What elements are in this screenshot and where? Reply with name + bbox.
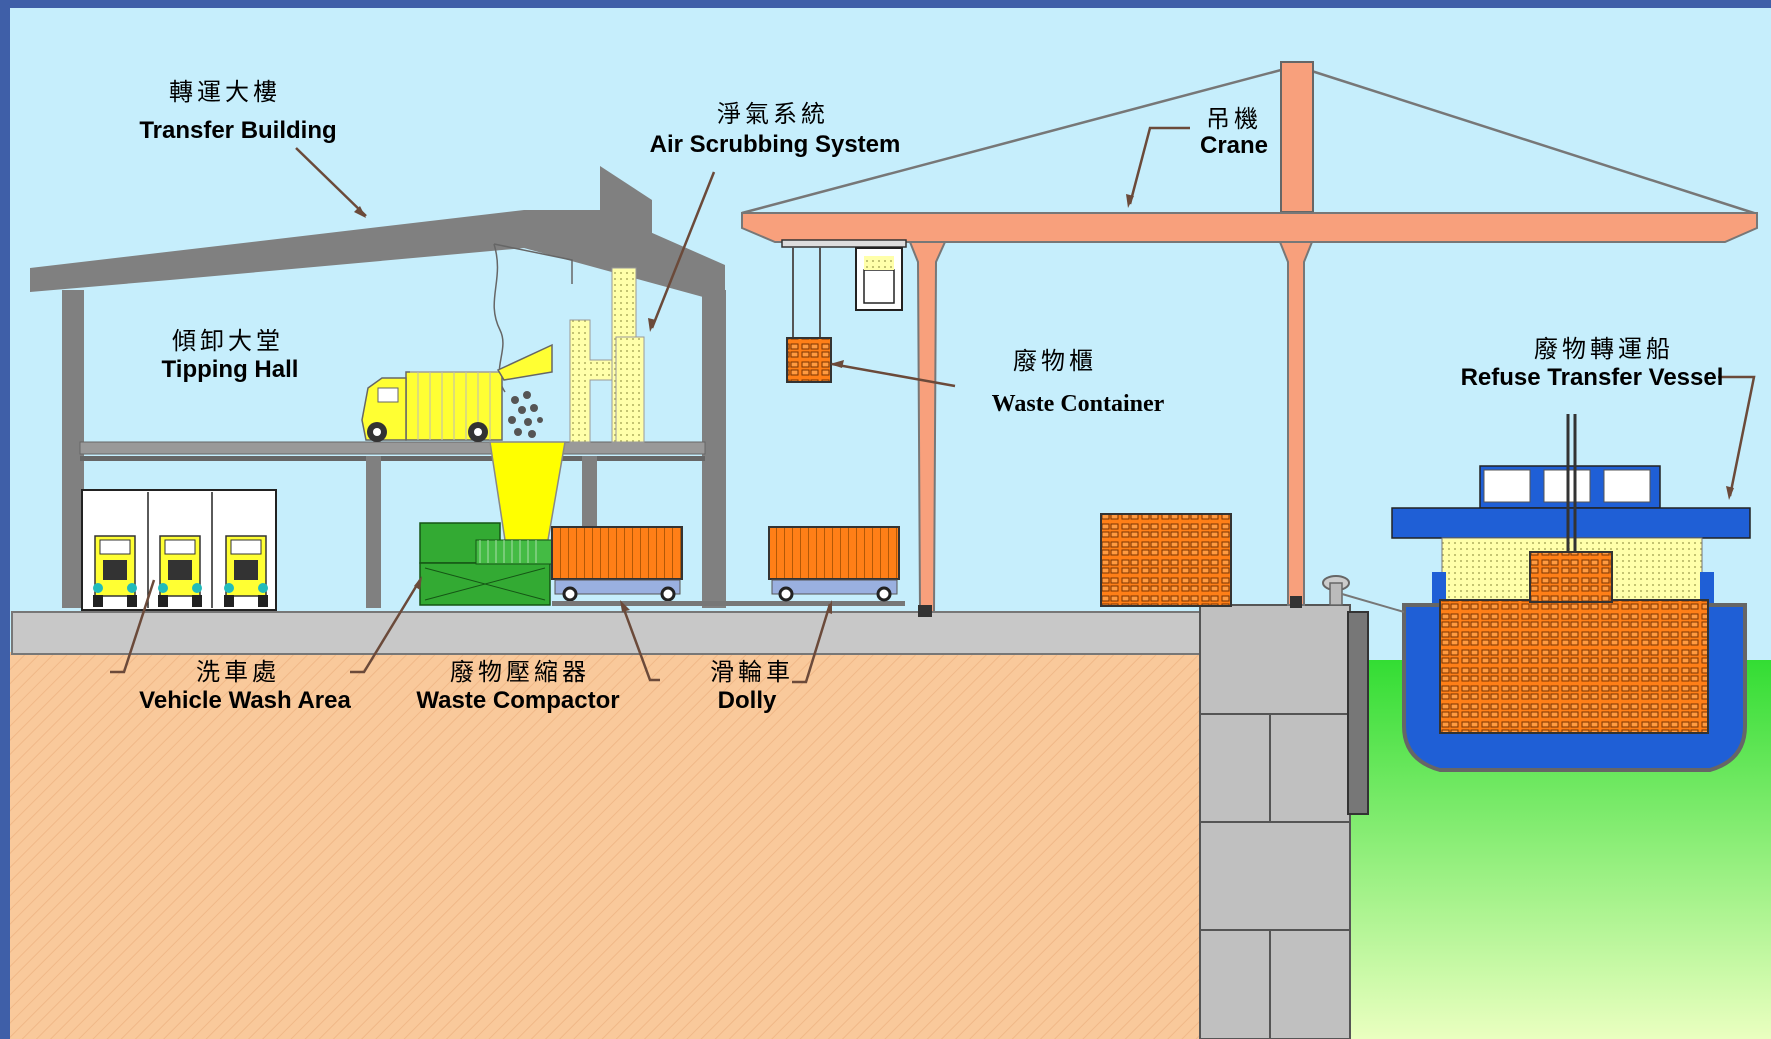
vehicle-wash-en: Vehicle Wash Area: [139, 687, 351, 714]
label-refuse-vessel: 廢物轉運船 Refuse Transfer Vessel: [1461, 335, 1724, 391]
transfer-building-zh: 轉運大樓: [169, 78, 281, 106]
ground-soil: [10, 652, 1205, 1039]
refuse-transfer-vessel: [1341, 414, 1751, 772]
vehicle-wash-zh: 洗車處: [196, 658, 280, 686]
crane-zh: 吊機: [1206, 105, 1262, 133]
air-scrubbing-en: Air Scrubbing System: [650, 131, 901, 158]
wash-truck-2: [158, 535, 202, 607]
label-waste-compactor: 廢物壓縮器 Waste Compactor: [416, 658, 619, 714]
crane-en: Crane: [1200, 132, 1268, 159]
label-air-scrubbing: 淨氣系統 Air Scrubbing System: [650, 100, 901, 158]
tipping-hall-en: Tipping Hall: [162, 356, 299, 383]
label-dolly: 滑輪車 Dolly: [710, 658, 794, 714]
ground-surface: [11, 611, 1205, 655]
hanging-container: [786, 337, 832, 383]
wash-truck-3: [224, 535, 268, 607]
tipping-hall-zh: 傾卸大堂: [172, 327, 284, 355]
refuse-vessel-zh: 廢物轉運船: [1534, 335, 1674, 363]
waste-compactor-en: Waste Compactor: [416, 687, 619, 714]
label-waste-container: 廢物櫃 Waste Container: [992, 347, 1165, 417]
air-scrubbing-stack: [493, 243, 645, 443]
waste-container-zh: 廢物櫃: [1013, 347, 1097, 375]
container-stack: [1100, 513, 1232, 607]
dolly-zh: 滑輪車: [710, 658, 794, 686]
dolly-en: Dolly: [718, 687, 777, 714]
wash-truck-1: [93, 535, 137, 607]
label-crane: 吊機 Crane: [1200, 105, 1268, 159]
transfer-building-en: Transfer Building: [139, 117, 336, 144]
quay-wall: [1199, 575, 1369, 1039]
waste-compactor: [419, 522, 557, 606]
refuse-vessel-en: Refuse Transfer Vessel: [1461, 364, 1724, 391]
dolly-1: [551, 526, 905, 606]
label-vehicle-wash: 洗車處 Vehicle Wash Area: [139, 658, 351, 714]
gantry-crane: [741, 61, 1758, 617]
garbage-truck: [361, 343, 553, 442]
label-transfer-building: 轉運大樓 Transfer Building: [139, 78, 336, 144]
leader-lines: [110, 126, 1756, 684]
dolly-2: [768, 526, 900, 602]
falling-waste-icon: [508, 391, 543, 438]
air-scrubbing-zh: 淨氣系統: [717, 100, 829, 128]
waste-compactor-zh: 廢物壓縮器: [450, 658, 590, 686]
label-tipping-hall: 傾卸大堂 Tipping Hall: [162, 327, 299, 383]
waste-container-en: Waste Container: [992, 391, 1165, 417]
